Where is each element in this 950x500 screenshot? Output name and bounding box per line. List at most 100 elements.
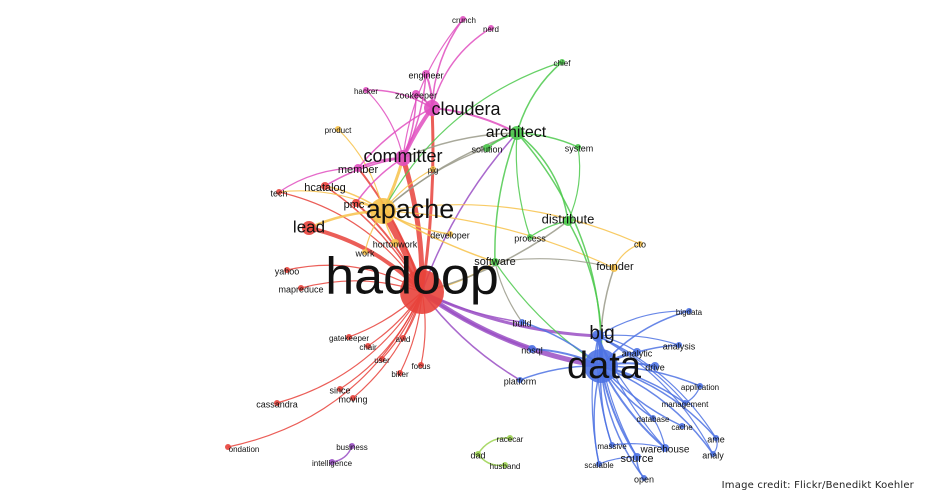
label-cto: cto [634,239,646,249]
label-moving: moving [338,394,367,404]
edge-big-ame [597,335,717,439]
label-cache: cache [671,423,693,432]
label-nerd: nerd [483,25,499,34]
node-application [697,383,703,389]
edge-system-distribute [567,146,581,222]
label-user: user [374,356,390,365]
node-biker [397,370,403,376]
node-tech [276,189,282,195]
node-cloudera [424,100,440,116]
node-distribute [563,216,573,226]
edge-big-management [597,335,686,404]
label-pig: pig [428,166,439,175]
edge-software-founder [494,258,615,269]
label-source: source [620,453,653,465]
label-management: management [662,400,709,409]
node-zookeeper [412,90,420,98]
node-foundation [225,444,231,450]
label-husband: husband [490,462,521,471]
nodes [225,16,719,481]
label-developer: developer [430,230,470,240]
node-moving [350,395,356,401]
label-focus: focus [411,362,430,371]
label-engineer: engineer [408,70,443,80]
node-management [682,400,688,406]
label-racecar: racecar [497,435,524,444]
label-pmc: pmc [344,199,365,211]
edge-big-bigdata [597,310,690,337]
edge-software-data [494,261,602,367]
label-tech: tech [270,188,287,198]
label-foundation: ondation [229,445,260,454]
node-software [491,258,499,266]
node-chief [559,59,565,65]
node-racecar [507,435,513,441]
node-pig [430,166,436,172]
node-scalable [596,461,602,467]
node-user [379,356,385,362]
label-analytic: analytic [622,348,653,358]
edge-architect-software [494,132,518,263]
label-hadoop: hadoop [325,248,499,306]
edge-apache-software [382,210,496,263]
label-solution: solution [471,144,502,154]
node-warehouse [661,444,669,452]
label-dad: dad [470,450,485,460]
edge-architect-distribute [516,132,569,222]
label-bigdata: bigdata [676,308,703,317]
label-open: open [634,474,654,484]
image-credit: Image credit: Flickr/Benedikt Koehler [721,480,914,491]
labels: hadoopapachedatabigclouderacommitterarch… [229,16,725,484]
label-warehouse: warehouse [640,445,690,456]
edge-hadoop-foundation [227,291,423,448]
label-cloudera: cloudera [431,99,501,119]
edge-hadoop-cassandra [276,291,423,404]
edge-big-analysis [597,334,680,346]
node-ame [713,435,719,441]
label-analysis: analysis [663,341,696,351]
label-yahoo: yahoo [275,266,300,276]
label-application: application [681,383,719,392]
edge-big-analy [597,335,714,455]
edge-committer-architect [402,132,518,159]
label-founder: founder [596,261,634,273]
node-chair [365,343,371,349]
label-zookeeper: zookeeper [395,90,437,100]
label-avid: avid [396,335,411,344]
node-product [335,126,341,132]
edge-warehouse-massive [611,443,666,449]
label-work: work [354,248,375,258]
label-hcatalog: hcatalog [304,182,346,194]
node-founder [610,264,618,272]
label-ame: ame [707,434,725,444]
label-apache: apache [366,194,455,224]
edge-member-tech [278,167,359,193]
edge-cloudera-nerd [431,27,492,109]
node-data [584,349,618,383]
label-chair: chair [359,343,377,352]
edge-cloudera-member [357,107,433,169]
label-since: since [329,385,350,395]
node-yahoo [284,267,290,273]
node-system [575,144,581,150]
node-since [337,386,343,392]
node-massive [609,442,615,448]
label-distribute: distribute [542,211,595,226]
node-nerd [488,25,494,31]
label-massive: massive [597,442,627,451]
node-crunch [460,16,466,22]
label-analy: analy [702,450,724,460]
label-database: database [637,415,670,424]
node-architect [510,126,524,140]
label-architect: architect [486,124,547,141]
node-hadoop [400,270,444,314]
label-biker: biker [391,370,409,379]
label-hortonwork: hortonwork [373,239,418,249]
label-big: big [589,323,614,344]
node-hcatalog [321,182,329,190]
label-crunch: crunch [452,16,476,25]
label-drive: drive [645,362,665,372]
edge-big-database [597,335,654,419]
node-cache [679,423,685,429]
